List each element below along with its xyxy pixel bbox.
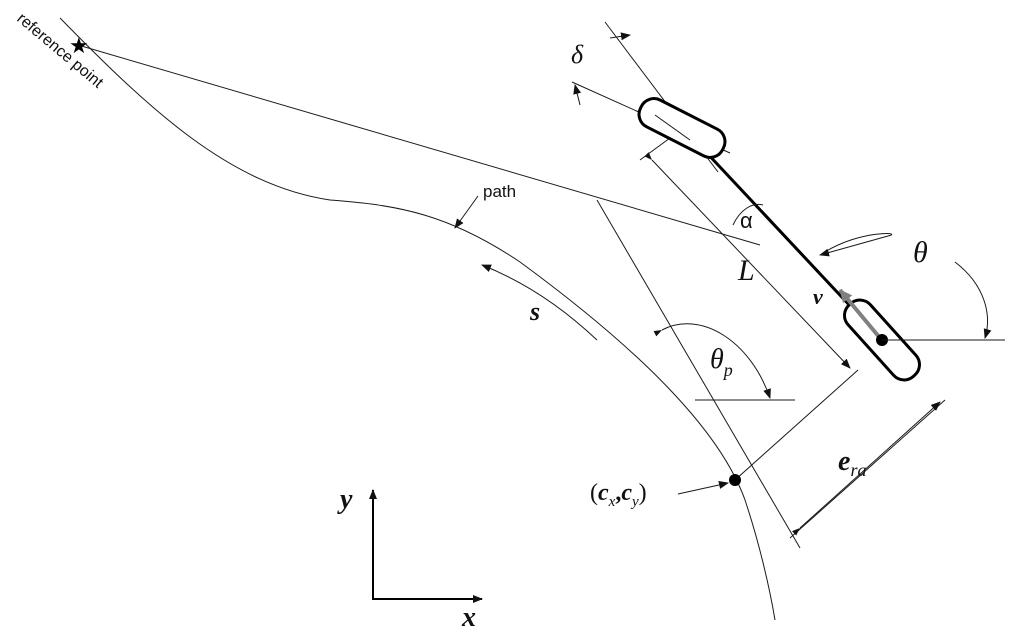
theta-arc-head [819, 235, 889, 257]
reference-point-star-icon: ★ [69, 34, 89, 59]
L-dimension [644, 152, 851, 369]
path-pointer-arrow [454, 195, 479, 229]
L-label: L [737, 254, 755, 287]
theta-arc [824, 232, 893, 253]
lookahead-line [77, 44, 761, 246]
alpha-label: α [740, 208, 753, 233]
path-curve [59, 17, 776, 621]
closest-point-pointer [677, 481, 729, 495]
e-ra-label: era [838, 446, 866, 480]
v-label: v [813, 284, 823, 309]
s-label: s [529, 297, 540, 326]
delta-arc [609, 32, 631, 41]
front-wheel-center-line [654, 114, 691, 141]
L-extension-line [639, 137, 671, 161]
s-direction-arrow [481, 264, 598, 341]
closest-point-label: (cx,cy) [590, 480, 647, 510]
delta-arc-lower [573, 84, 582, 106]
theta-arc-right [954, 261, 992, 339]
alpha-arc [732, 203, 764, 226]
x-axis-label: x [461, 602, 476, 633]
path-label: path [483, 182, 516, 201]
theta-p-label: θp [710, 344, 733, 380]
velocity-arrow [838, 288, 882, 340]
closest-point [729, 474, 741, 486]
e-ra-dimension [792, 401, 941, 536]
front-wheel [637, 97, 727, 159]
delta-label: δ [571, 40, 584, 69]
theta-label: θ [913, 236, 928, 269]
ra-normal-line [789, 399, 946, 539]
y-axis-label: y [337, 484, 353, 515]
